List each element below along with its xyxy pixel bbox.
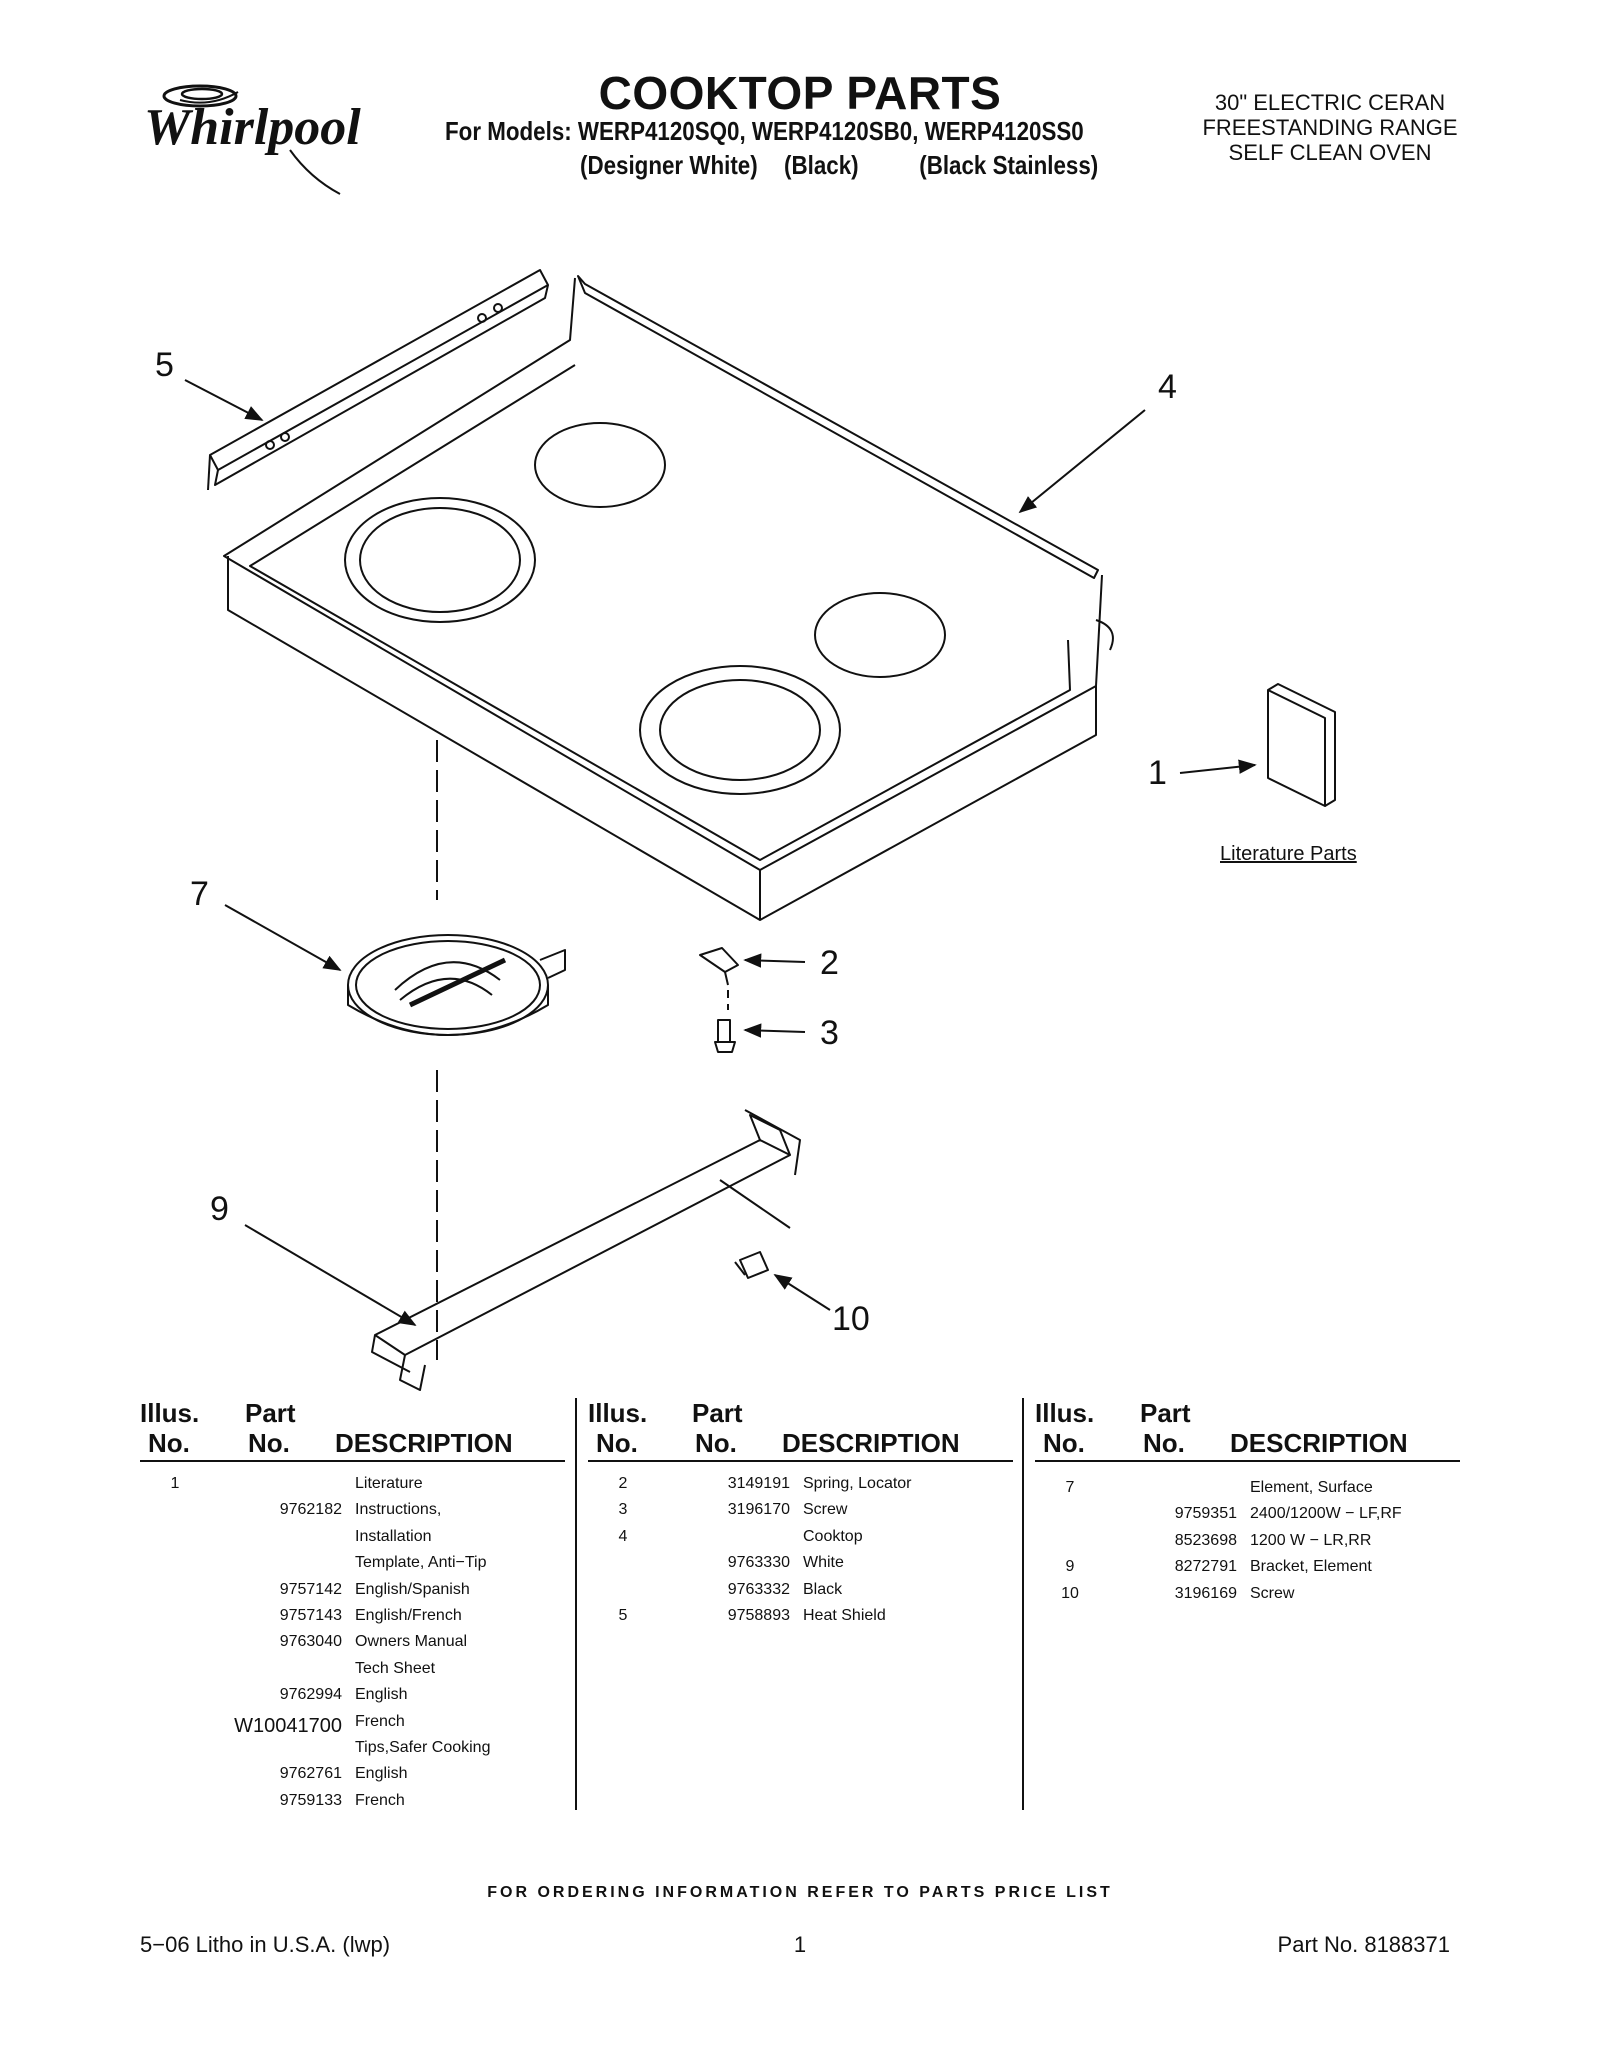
exploded-parts-diagram: 5 4 1 Literature Parts 7 2 3 9 10	[155, 269, 1357, 1391]
description-header: DESCRIPTION	[1230, 1428, 1408, 1458]
bracket-element-part	[371, 1109, 801, 1391]
part-header: Part	[245, 1398, 296, 1428]
illus-header: No.	[148, 1428, 190, 1458]
callout-7: 7	[190, 875, 209, 913]
svg-text:Whirlpool: Whirlpool	[144, 99, 361, 156]
cooktop-part	[223, 275, 1114, 921]
column-divider	[1022, 1398, 1024, 1810]
part-header: No.	[1143, 1428, 1185, 1458]
part-header: Part	[1140, 1398, 1191, 1428]
literature-parts-label: Literature Parts	[1220, 843, 1357, 865]
spring-locator-part	[699, 947, 739, 986]
heat-shield-part	[207, 269, 549, 491]
callout-4: 4	[1158, 368, 1177, 406]
finish-black-stainless: (Black Stainless)	[919, 150, 1099, 180]
part-header: No.	[248, 1428, 290, 1458]
models-line: For Models: WERP4120SQ0, WERP4120SB0, WE…	[445, 116, 1084, 146]
illus-header: Illus.	[140, 1398, 200, 1428]
callout-9: 9	[210, 1190, 229, 1228]
range-description: 30" ELECTRIC CERAN FREESTANDING RANGE SE…	[1180, 90, 1480, 165]
illus-header: Illus.	[1035, 1398, 1095, 1428]
illus-header: No.	[1043, 1428, 1085, 1458]
document-part-number: Part No. 8188371	[1277, 1932, 1450, 1957]
illus-header: No.	[596, 1428, 638, 1458]
whirlpool-logo: Whirlpool	[144, 84, 361, 195]
literature-booklet	[1267, 683, 1336, 807]
part-header: Part	[692, 1398, 743, 1428]
column-divider	[575, 1398, 577, 1810]
callout-10: 10	[832, 1300, 870, 1338]
finishes-line: (Designer White) (Black) (Black Stainles…	[580, 150, 1098, 181]
range-desc-line: SELF CLEAN OVEN	[1228, 140, 1432, 165]
page-number: 1	[793, 1932, 807, 1957]
ordering-note: FOR ORDERING INFORMATION REFER TO PARTS …	[487, 1884, 1113, 1901]
header-rule	[140, 1460, 565, 1462]
part-header: No.	[695, 1428, 737, 1458]
illus-header: Illus.	[588, 1398, 648, 1428]
header-rule	[588, 1460, 1013, 1462]
description-header: DESCRIPTION	[335, 1428, 513, 1458]
header-rule	[1035, 1460, 1460, 1462]
range-desc-line: 30" ELECTRIC CERAN	[1214, 90, 1446, 115]
litho-info: 5−06 Litho in U.S.A. (lwp)	[140, 1932, 391, 1957]
screw-10-part	[734, 1251, 769, 1279]
screw-part	[714, 1019, 736, 1053]
surface-element-part	[347, 934, 566, 1036]
callout-2: 2	[820, 944, 839, 982]
callout-5: 5	[155, 346, 174, 384]
page-title: COOKTOP PARTS	[598, 67, 1002, 119]
range-desc-line: FREESTANDING RANGE	[1202, 115, 1458, 140]
description-header: DESCRIPTION	[782, 1428, 960, 1458]
finish-black: (Black)	[784, 150, 859, 180]
finish-designer-white: (Designer White)	[580, 150, 758, 180]
callout-3: 3	[820, 1014, 839, 1052]
callout-1: 1	[1148, 754, 1167, 792]
